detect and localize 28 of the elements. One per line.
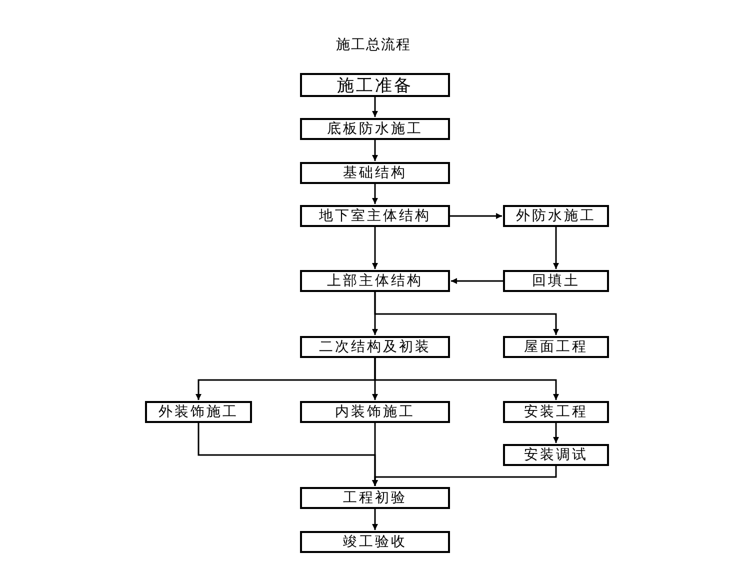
process-box: 安装工程 (503, 401, 609, 423)
process-box: 屋面工程 (503, 336, 609, 358)
process-box: 外防水施工 (503, 205, 609, 227)
process-box: 底板防水施工 (300, 118, 450, 140)
arrow (372, 97, 378, 117)
process-box: 工程初验 (300, 487, 450, 509)
arrow (450, 213, 502, 219)
process-box: 外装饰施工 (145, 401, 252, 423)
process-box: 竣工验收 (300, 531, 450, 553)
arrow (372, 509, 378, 530)
process-box: 内装饰施工 (300, 401, 450, 423)
process-box: 二次结构及初装 (300, 336, 450, 358)
process-box: 安装调试 (503, 444, 609, 466)
process-box: 施工准备 (300, 73, 450, 97)
process-box: 回填土 (503, 270, 609, 292)
arrow (372, 227, 378, 269)
arrow (374, 292, 559, 335)
arrow (374, 358, 559, 400)
arrow (372, 466, 557, 486)
process-box: 上部主体结构 (300, 270, 450, 292)
arrow (553, 227, 559, 269)
process-box: 基础结构 (300, 162, 450, 184)
arrow (553, 423, 559, 443)
arrow (372, 184, 378, 204)
title: 施工总流程 (336, 36, 411, 54)
arrow (451, 278, 503, 284)
process-box: 地下室主体结构 (300, 205, 450, 227)
arrow (372, 140, 378, 161)
